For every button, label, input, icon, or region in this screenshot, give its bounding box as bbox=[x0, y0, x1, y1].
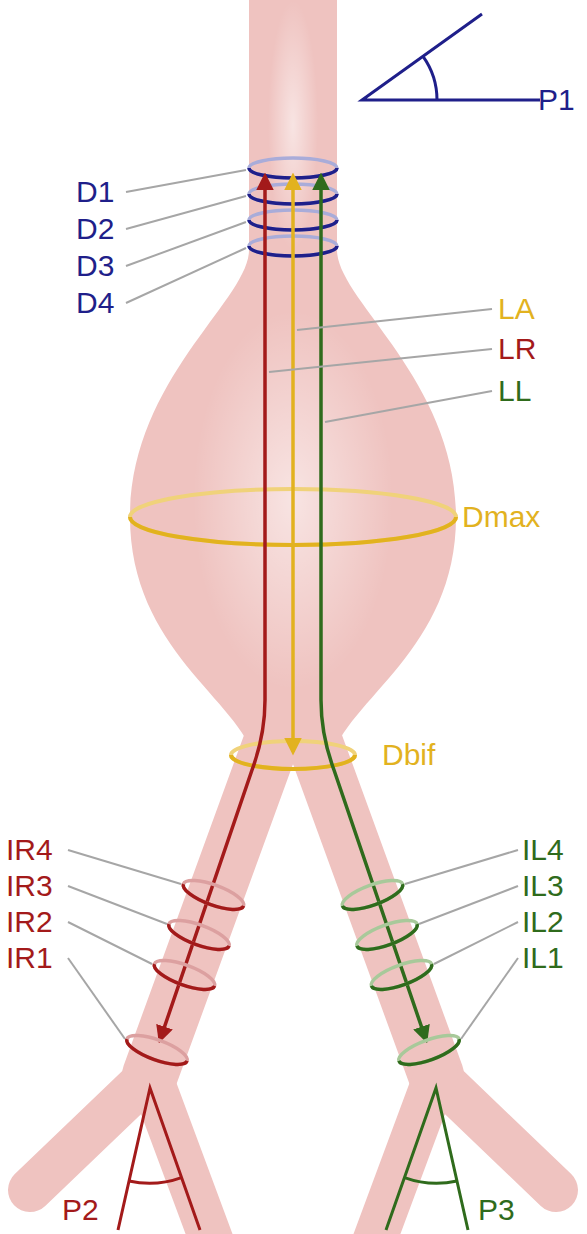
measurement-label: Dmax bbox=[462, 499, 540, 535]
leader-line bbox=[68, 886, 167, 924]
diameter-ring bbox=[249, 158, 337, 178]
diameter-ring bbox=[339, 875, 406, 916]
vessel bbox=[30, 0, 556, 1234]
diameter-ring bbox=[180, 884, 244, 915]
diameter-ring bbox=[151, 964, 215, 995]
length-arrow bbox=[291, 176, 295, 752]
leader-line bbox=[297, 309, 492, 330]
iliac-rings bbox=[124, 875, 463, 1071]
diameter-ring bbox=[399, 1039, 463, 1070]
angle-symbols bbox=[118, 14, 540, 1230]
leader-lines bbox=[68, 170, 518, 1039]
diameter-ring bbox=[180, 875, 247, 916]
measurement-label: IL2 bbox=[522, 904, 564, 940]
measurement-label: IL4 bbox=[522, 832, 564, 868]
angle-symbol bbox=[386, 1088, 468, 1230]
measurement-label: IR3 bbox=[6, 868, 53, 904]
right-iliac bbox=[150, 740, 272, 1075]
leader-line bbox=[269, 349, 492, 372]
leader-line bbox=[461, 958, 518, 1039]
leader-line bbox=[434, 922, 518, 964]
leader-line bbox=[419, 886, 518, 924]
length-arrow bbox=[160, 176, 265, 1040]
left-iliac bbox=[314, 740, 436, 1075]
diameter-ring bbox=[396, 1030, 463, 1071]
leader-line bbox=[126, 248, 246, 303]
measurement-label: P2 bbox=[62, 1192, 99, 1228]
measurement-label: IR4 bbox=[6, 832, 53, 868]
length-arrow bbox=[321, 176, 426, 1040]
diameter-ring bbox=[166, 915, 233, 956]
bifurcation-ring bbox=[231, 755, 355, 769]
diameter-ring bbox=[368, 955, 435, 996]
measurement-label: IR2 bbox=[6, 904, 53, 940]
angle-arc bbox=[405, 1178, 458, 1184]
angle-arc bbox=[129, 1178, 182, 1184]
diameter-ring bbox=[124, 1039, 188, 1070]
diameter-ring bbox=[371, 964, 435, 995]
angle-symbol bbox=[362, 14, 540, 100]
measurement-label: D1 bbox=[76, 174, 114, 210]
angle-arc bbox=[423, 56, 437, 100]
diameter-ring bbox=[166, 924, 230, 955]
diameter-ring bbox=[354, 915, 421, 956]
iliac-branch bbox=[150, 1075, 215, 1234]
leader-line bbox=[68, 850, 181, 884]
leader-line bbox=[68, 958, 125, 1039]
diameter-ring bbox=[124, 1030, 191, 1071]
measurement-label: Dbif bbox=[382, 737, 435, 773]
measurement-label: LL bbox=[498, 373, 531, 409]
measurement-label: D2 bbox=[76, 211, 114, 247]
leader-line bbox=[126, 222, 246, 266]
measurement-label: D3 bbox=[76, 248, 114, 284]
leader-line bbox=[405, 850, 518, 884]
measurement-label: IL3 bbox=[522, 868, 564, 904]
leader-line bbox=[126, 170, 246, 192]
leader-line bbox=[68, 922, 152, 964]
measurement-label: LR bbox=[498, 331, 536, 367]
iliac-branch bbox=[371, 1075, 436, 1234]
diameter-ring bbox=[357, 924, 421, 955]
diameter-ring bbox=[342, 884, 406, 915]
measurement-label: P3 bbox=[478, 1192, 515, 1228]
measurement-label: IL1 bbox=[522, 940, 564, 976]
measurement-label: IR1 bbox=[6, 940, 53, 976]
measurement-label: D4 bbox=[76, 285, 114, 321]
measurement-label: P1 bbox=[538, 82, 575, 118]
angle-symbol bbox=[118, 1088, 200, 1230]
leader-line bbox=[325, 391, 492, 422]
leader-line bbox=[126, 196, 246, 229]
diameter-ring bbox=[151, 955, 218, 996]
measurement-label: LA bbox=[498, 291, 535, 327]
